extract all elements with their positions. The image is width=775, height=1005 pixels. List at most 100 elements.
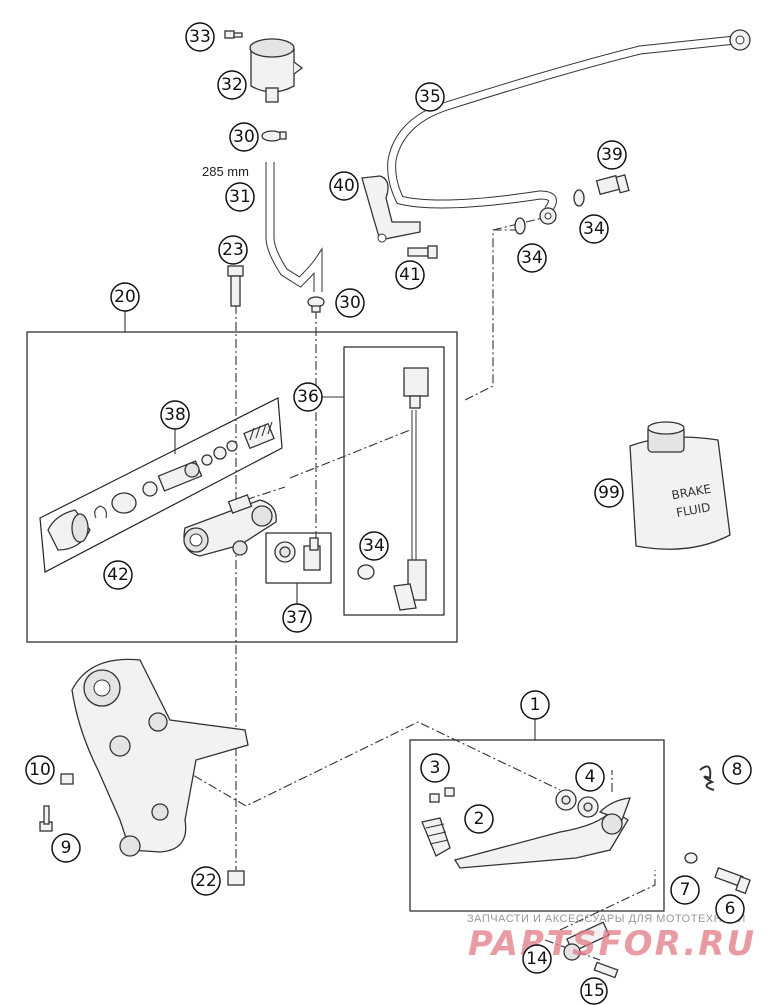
callout-33: 33 <box>185 22 215 52</box>
callout-37: 37 <box>282 603 312 633</box>
callout-34b: 34 <box>579 214 609 244</box>
svg-text:22: 22 <box>195 871 217 891</box>
banjo-bottom <box>539 207 557 225</box>
svg-text:7: 7 <box>680 880 691 900</box>
box-group-36 <box>343 346 445 616</box>
washer-7 <box>684 852 698 864</box>
seal-b <box>213 446 227 460</box>
svg-text:10: 10 <box>29 760 51 780</box>
svg-text:36: 36 <box>297 387 319 407</box>
svg-text:1: 1 <box>530 695 541 715</box>
bolt-6 <box>714 867 751 895</box>
svg-text:35: 35 <box>419 87 441 107</box>
svg-text:3: 3 <box>430 758 441 778</box>
washer-34c <box>357 564 375 580</box>
svg-text:14: 14 <box>526 949 548 969</box>
bushing-14 <box>563 921 610 961</box>
brake-line <box>387 35 736 213</box>
svg-text:42: 42 <box>107 565 129 585</box>
svg-text:6: 6 <box>725 899 736 919</box>
fitting-37 <box>274 537 321 571</box>
svg-text:4: 4 <box>585 767 596 787</box>
svg-text:15: 15 <box>583 981 605 1001</box>
hose-clamp-bottom <box>307 296 325 313</box>
pressure-switch-36 <box>393 367 429 611</box>
svg-text:8: 8 <box>732 760 743 780</box>
callout-15: 15 <box>580 977 608 1005</box>
washer-34b <box>573 189 585 207</box>
banjo-bolt-39 <box>595 174 630 196</box>
screws-3 <box>429 787 455 803</box>
callout-20: 20 <box>110 282 140 312</box>
svg-text:39: 39 <box>601 145 623 165</box>
callout-23: 23 <box>218 235 248 265</box>
callout-40: 40 <box>329 171 359 201</box>
svg-text:20: 20 <box>114 287 136 307</box>
svg-text:99: 99 <box>598 483 620 503</box>
boot-42 <box>47 509 91 551</box>
brake-fluid-line1: BRAKE <box>671 482 713 503</box>
svg-text:30: 30 <box>233 127 255 147</box>
svg-text:30: 30 <box>339 293 361 313</box>
washer-34a <box>514 217 526 235</box>
spring-38 <box>243 421 275 450</box>
nut-22 <box>227 870 245 886</box>
callout-30b: 30 <box>335 288 365 318</box>
bolt-23 <box>227 265 244 307</box>
callout-32: 32 <box>217 70 247 100</box>
watermark-caption: ЗАПЧАСТИ И АКСЕССУАРЫ ДЛЯ МОТОТЕХНИКИ <box>467 913 746 925</box>
svg-text:31: 31 <box>229 187 251 207</box>
callout-36: 36 <box>293 382 323 412</box>
callout-99: 99 <box>594 478 624 508</box>
callout-30a: 30 <box>229 122 259 152</box>
footrest-bracket <box>71 658 249 857</box>
svg-text:23: 23 <box>222 240 244 260</box>
sleeve <box>111 492 137 514</box>
brake-fluid-bottle: BRAKE FLUID <box>629 421 731 550</box>
nut-10 <box>60 773 74 785</box>
banjo-top <box>729 29 751 51</box>
box-group-20 <box>26 331 458 643</box>
callout-34c: 34 <box>359 531 389 561</box>
watermark-logo: PARTSFOR.RU <box>468 924 756 964</box>
callout-10: 10 <box>25 755 55 785</box>
callout-31: 31 <box>225 182 255 212</box>
callout-41: 41 <box>395 260 425 290</box>
callout-7: 7 <box>670 875 700 905</box>
callout-9: 9 <box>51 833 81 863</box>
callout-42: 42 <box>103 560 133 590</box>
seal-a <box>226 440 238 452</box>
callout-14: 14 <box>522 944 552 974</box>
reservoir-part <box>249 38 304 103</box>
bushings-4 <box>555 789 599 818</box>
bolt-15 <box>593 961 619 979</box>
spring-8 <box>699 765 715 791</box>
box-group-38 <box>39 397 283 573</box>
brake-pedal <box>453 797 631 869</box>
bolt-41 <box>407 245 438 259</box>
callout-38: 38 <box>160 400 190 430</box>
svg-text:37: 37 <box>286 608 308 628</box>
svg-text:41: 41 <box>399 265 421 285</box>
callout-6: 6 <box>715 894 745 924</box>
hose-clamp-top <box>261 130 287 142</box>
svg-text:34: 34 <box>583 219 605 239</box>
bolt-9 <box>39 805 53 832</box>
callout-34a: 34 <box>517 243 547 273</box>
seal-c <box>201 454 213 466</box>
cylinder-body <box>183 494 277 557</box>
screw-33 <box>224 30 243 39</box>
svg-text:32: 32 <box>221 75 243 95</box>
circlip <box>94 505 107 519</box>
svg-text:9: 9 <box>61 838 72 858</box>
callout-22: 22 <box>191 866 221 896</box>
svg-text:34: 34 <box>363 536 385 556</box>
callout-3: 3 <box>420 753 450 783</box>
box-group-1 <box>409 739 665 912</box>
brake-fluid-line2: FLUID <box>675 500 711 520</box>
pedal-tip-2 <box>421 817 451 857</box>
svg-text:40: 40 <box>333 176 355 196</box>
callout-35: 35 <box>415 82 445 112</box>
hose-length-label: 285 mm <box>202 164 249 179</box>
